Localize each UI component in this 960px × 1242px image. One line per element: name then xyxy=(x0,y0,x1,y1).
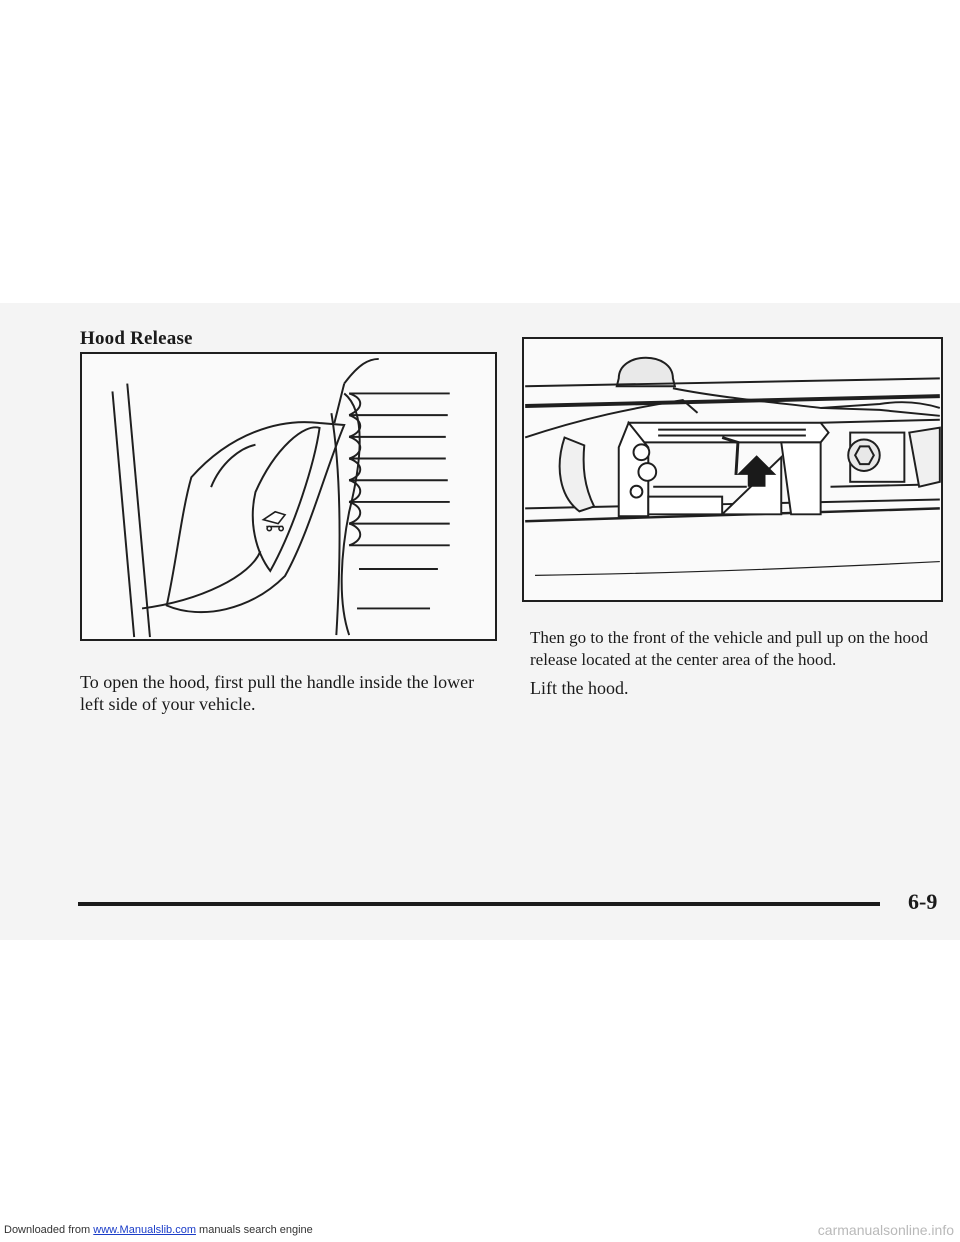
hood-latch-illustration xyxy=(522,337,943,602)
interior-handle-drawing xyxy=(111,357,450,638)
section-heading: Hood Release xyxy=(80,328,193,349)
watermark-text: carmanualsonline.info xyxy=(817,1222,954,1238)
page-rule xyxy=(78,902,880,906)
footer-suffix: manuals search engine xyxy=(195,1224,313,1236)
download-footer: Downloaded from www.Manualslib.com manua… xyxy=(4,1224,313,1236)
paragraph-open-hood: To open the hood, first pull the handle … xyxy=(80,672,475,714)
hood-release-handle-illustration xyxy=(80,352,497,641)
front-hood-latch-drawing xyxy=(524,356,941,576)
paragraph-lift-hood: Lift the hood. xyxy=(530,678,629,698)
paragraph-front-release: Then go to the front of the vehicle and … xyxy=(530,628,928,669)
page-number: 6-9 xyxy=(908,889,938,914)
manualslib-link[interactable]: www.Manualslib.com xyxy=(93,1224,196,1236)
footer-prefix: Downloaded from xyxy=(4,1224,94,1236)
